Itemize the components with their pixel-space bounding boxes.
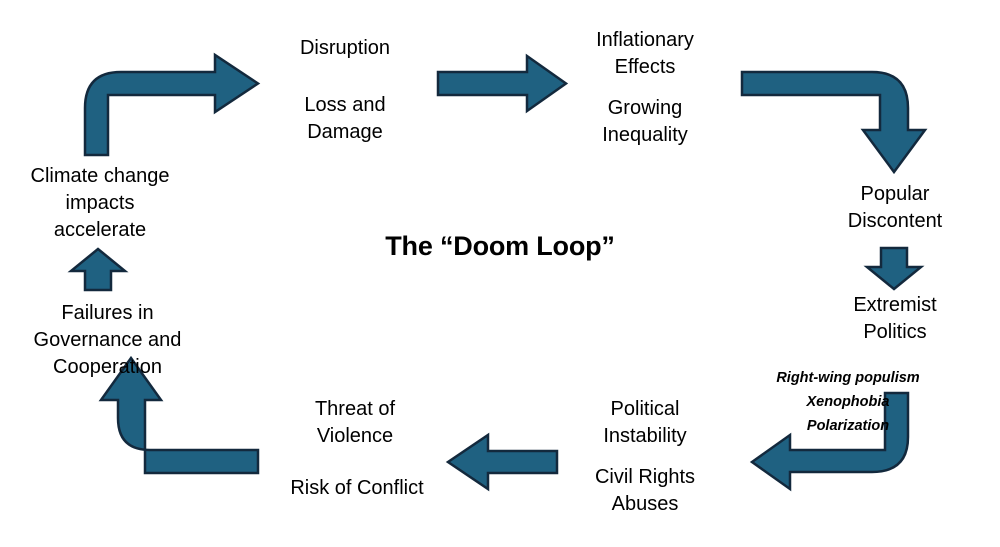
arrow-discontent-to-extremist: [863, 246, 925, 291]
diagram-title: The “Doom Loop”: [385, 231, 615, 261]
arrow-instability-to-violence: [445, 432, 559, 492]
arrow-inflation-to-discontent: [740, 70, 928, 175]
node-popular-discontent: Popular Discontent: [847, 183, 943, 232]
node-climate-change-impacts: Climate change impacts accelerate: [30, 165, 170, 241]
arrow-extremist-to-instability: [749, 391, 910, 492]
node-inflationary-effects: Inflationary Effects: [596, 29, 694, 78]
node-growing-inequality: Growing Inequality: [602, 97, 688, 146]
node-risk-of-conflict: Risk of Conflict: [290, 477, 424, 499]
node-failures-in-governance: Failures in Governance and Cooperation: [33, 302, 182, 378]
node-extremist-politics: Extremist Politics: [853, 294, 937, 343]
arrow-governance-to-climate: [67, 247, 129, 292]
node-threat-of-violence: Threat of Violence: [314, 398, 396, 447]
arrow-climate-to-disruption: [83, 52, 261, 157]
node-civil-rights-abuses: Civil Rights Abuses: [594, 466, 696, 515]
node-political-instability: Political Instability: [603, 398, 687, 447]
annotation-extremist-politics-traits: Right-wing populism Xenophobia Polarizat…: [776, 370, 920, 434]
arrow-disruption-to-inflation: [436, 53, 569, 114]
node-loss-and-damage: Loss and Damage: [304, 94, 386, 143]
arrow-violence-to-governance: [98, 355, 260, 475]
node-disruption: Disruption: [299, 37, 391, 59]
